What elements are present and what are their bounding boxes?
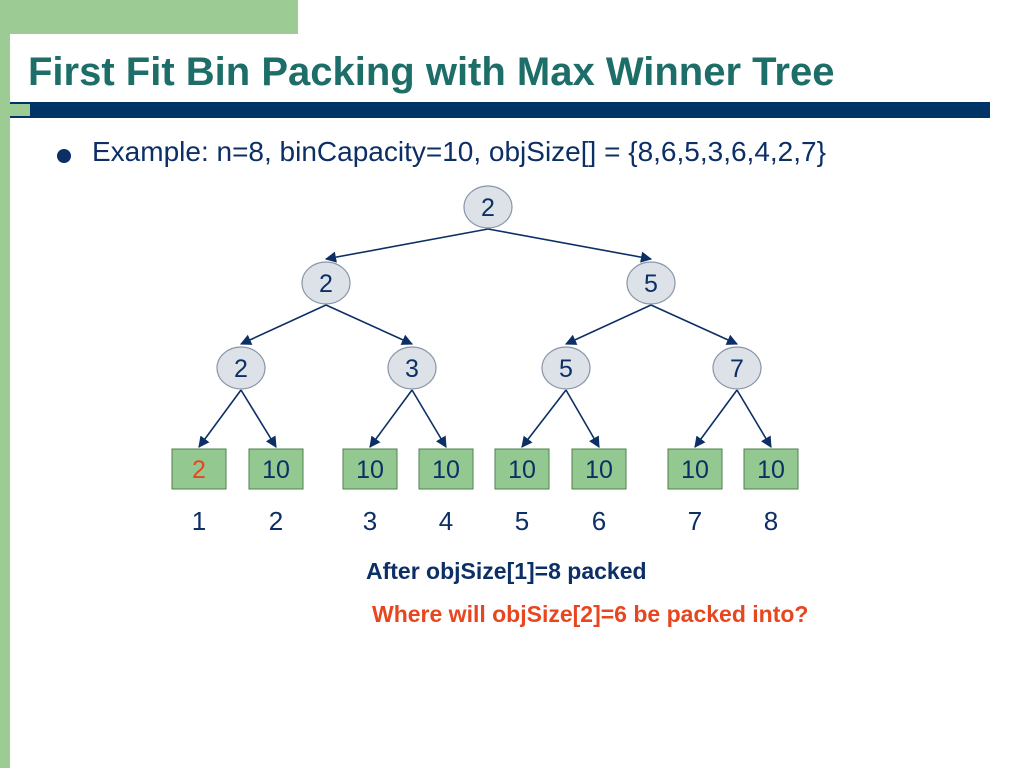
- bin-number-4: 4: [438, 506, 454, 536]
- tree-node-l2-1-value: 2: [234, 355, 248, 383]
- bin-number-1: 1: [191, 506, 207, 536]
- bin-1-box: [171, 448, 227, 490]
- edge-l2-3-bin-7: [694, 389, 738, 448]
- bin-3: 10: [342, 448, 398, 490]
- bin-number-7: 7: [687, 506, 703, 536]
- tree-nodes: 2 2 5 2 3 5 7: [216, 185, 762, 390]
- bin-3-box: [342, 448, 398, 490]
- tree-node-l1-2-value: 5: [644, 270, 658, 298]
- bin-number-3: 3: [362, 506, 378, 536]
- bin-5: 10: [494, 448, 550, 490]
- bin-7: 10: [667, 448, 723, 490]
- bin-2-box: [248, 448, 304, 490]
- tree-node-root-circle: [463, 185, 513, 229]
- tree-node-l2-4: 7: [712, 346, 762, 390]
- bin-1-capacity: 2: [192, 456, 206, 484]
- bin-2: 10: [248, 448, 304, 490]
- green-left-bar: [0, 0, 10, 768]
- tree-node-l2-2: 3: [387, 346, 437, 390]
- tree-node-l1-1-value: 2: [319, 270, 333, 298]
- question-caption: Where will objSize[2]=6 be packed into?: [372, 601, 809, 627]
- tree-edges: [198, 228, 772, 448]
- tree-node-l2-2-circle: [387, 346, 437, 390]
- tree-node-l1-1: 2: [301, 261, 351, 305]
- tree-node-l2-1: 2: [216, 346, 266, 390]
- bin-6-capacity: 10: [585, 456, 613, 484]
- bin-number-8: 8: [763, 506, 779, 536]
- bullet-icon: [57, 149, 71, 163]
- edge-root-right: [487, 228, 653, 263]
- edge-l2-0-bin-2: [240, 389, 277, 448]
- edge-l2-1-bin-3: [369, 389, 413, 448]
- tree-node-l2-2-value: 3: [405, 355, 419, 383]
- bin-6: 10: [571, 448, 627, 490]
- bin-4-box: [418, 448, 474, 490]
- bin-1: 2: [171, 448, 227, 490]
- edge-l2-2-bin-6: [565, 389, 600, 448]
- tree-node-l2-4-circle: [712, 346, 762, 390]
- tree-node-l1-1-circle: [301, 261, 351, 305]
- edge-l1-1-right: [650, 304, 739, 345]
- bin-2-capacity: 10: [262, 456, 290, 484]
- bin-6-box: [571, 448, 627, 490]
- title-rule: [10, 102, 990, 118]
- bin-number-6: 6: [591, 506, 607, 536]
- tree-node-l2-3-value: 5: [559, 355, 573, 383]
- bin-number-2: 2: [268, 506, 284, 536]
- tree-node-l1-2-circle: [626, 261, 676, 305]
- bin-5-capacity: 10: [508, 456, 536, 484]
- bin-5-box: [494, 448, 550, 490]
- bin-7-box: [667, 448, 723, 490]
- bin-4-capacity: 10: [432, 456, 460, 484]
- bin-7-capacity: 10: [681, 456, 709, 484]
- tree-node-root: 2: [463, 185, 513, 229]
- tree-node-l1-2: 5: [626, 261, 676, 305]
- tree-node-l2-3: 5: [541, 346, 591, 390]
- bin-8-box: [743, 448, 799, 490]
- example-bullet: Example: n=8, binCapacity=10, objSize[] …: [92, 136, 826, 167]
- bin-8-capacity: 10: [757, 456, 785, 484]
- edge-l2-2-bin-5: [521, 389, 567, 448]
- bins: 2 10 10 10 10 10 10 10: [171, 448, 799, 490]
- edge-l1-0-left: [239, 304, 327, 345]
- bin-4: 10: [418, 448, 474, 490]
- tree-node-l2-4-value: 7: [730, 355, 744, 383]
- title-rule-accent: [10, 104, 30, 116]
- bin-3-capacity: 10: [356, 456, 384, 484]
- edge-l2-0-bin-1: [198, 389, 242, 448]
- edge-l2-1-bin-4: [411, 389, 447, 448]
- edge-l1-1-left: [564, 304, 652, 345]
- bin-8: 10: [743, 448, 799, 490]
- bin-number-5: 5: [514, 506, 530, 536]
- edge-root-left: [324, 228, 489, 263]
- after-packed-caption: After objSize[1]=8 packed: [366, 558, 647, 584]
- green-top-bar: [0, 0, 298, 34]
- tree-node-l2-1-circle: [216, 346, 266, 390]
- slide-title: First Fit Bin Packing with Max Winner Tr…: [28, 50, 835, 94]
- tree-node-root-value: 2: [481, 194, 495, 222]
- edge-l1-0-right: [325, 304, 414, 345]
- tree-node-l2-3-circle: [541, 346, 591, 390]
- edge-l2-3-bin-8: [736, 389, 772, 448]
